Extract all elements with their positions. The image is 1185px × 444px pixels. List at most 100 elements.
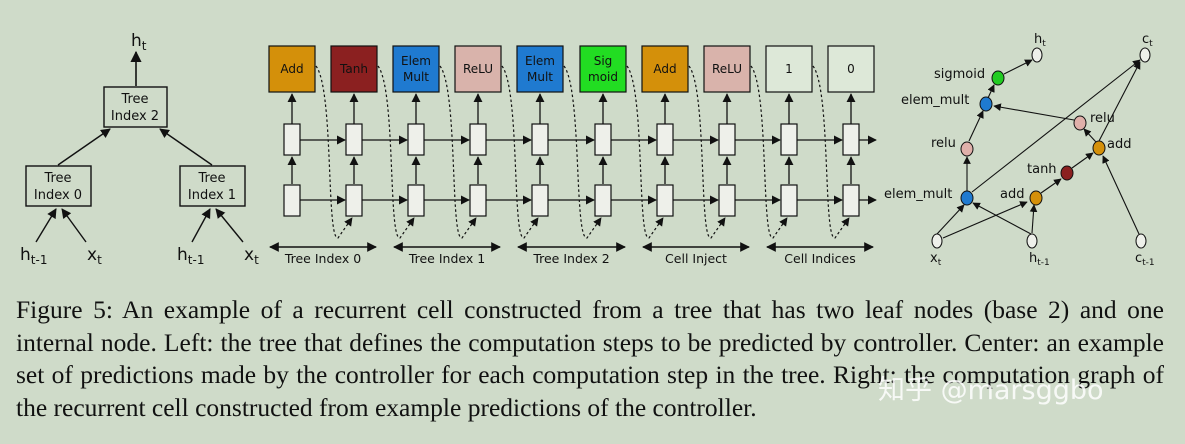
elem-mult-top-label: elem_mult (901, 93, 969, 108)
tree-right-leaf-node (179, 165, 246, 207)
prediction-label-line2: moid (588, 70, 618, 84)
prediction-label: 0 (847, 62, 855, 76)
tree-right-line1: Tree (197, 171, 225, 186)
ht-label: ht (1034, 32, 1046, 49)
watermark-text: 知乎 @marsggbo (878, 375, 1104, 406)
prediction-box (454, 45, 502, 93)
feedback-dashed-arrow (563, 65, 602, 239)
prediction-label-line1: Sig (594, 54, 613, 68)
feedback-dashed-arrow (377, 65, 415, 239)
lstm-cell-upper (780, 123, 798, 156)
prediction-label: ReLU (712, 62, 742, 76)
lstm-cell-lower (594, 184, 612, 217)
add-right-node (1092, 140, 1106, 156)
tanh-node (1060, 165, 1074, 181)
prediction-box (641, 45, 689, 93)
prediction-box (392, 45, 440, 93)
group-label: Cell Indices (784, 251, 855, 266)
computation-graph: ht ct sigmoid elem_mult relu relu add ta… (884, 32, 1155, 268)
relu-left-node (960, 141, 974, 157)
xt-label: xt (930, 251, 942, 268)
caption-text: Figure 5: An example of a recurrent cell… (16, 295, 1164, 422)
lstm-cell-upper (531, 123, 549, 156)
relu-right-node (1073, 115, 1087, 131)
lstm-cell-lower (718, 184, 736, 217)
prediction-label-line1: Elem (401, 54, 431, 68)
elem-mult-bottom-label: elem_mult (884, 187, 952, 202)
prediction-label-line2: Mult (527, 70, 553, 84)
lstm-cell-lower (780, 184, 798, 217)
prediction-box (703, 45, 751, 93)
feedback-dashed-arrow (626, 65, 664, 239)
output-ht-node (1031, 47, 1043, 63)
sigmoid-node (991, 70, 1005, 86)
elem-mult-top-node (979, 96, 993, 112)
prediction-box (268, 45, 316, 93)
feedback-dashed-arrow (501, 65, 539, 239)
prediction-box (765, 45, 813, 93)
elem-mult-bottom-node (960, 190, 974, 206)
figure-caption: Figure 5: An example of a recurrent cell… (16, 294, 1164, 424)
tree-left-line2: Index 0 (34, 188, 82, 203)
input-ht1-node (1026, 233, 1038, 249)
lstm-cell-upper (656, 123, 674, 156)
feedback-dashed-arrow (750, 65, 788, 239)
lstm-cell-upper (345, 123, 363, 156)
tree-left-line1: Tree (43, 171, 71, 186)
prediction-label: Add (280, 62, 303, 76)
prediction-label: Tanh (339, 62, 368, 76)
input-ct1-node (1135, 233, 1147, 249)
figure-5-diagrams: ht Tree Index 2 Tree Index 0 Tree Index … (20, 31, 1155, 268)
prediction-box (330, 45, 378, 93)
lstm-cell-upper (842, 123, 860, 156)
feedback-dashed-arrow (439, 65, 477, 239)
lstm-cell-upper (469, 123, 487, 156)
prediction-label: 1 (785, 62, 793, 76)
lstm-cell-upper (594, 123, 612, 156)
prediction-box (516, 45, 564, 93)
tree-input-x1: xt (87, 245, 102, 267)
add-mid-node (1029, 190, 1043, 206)
group-label: Tree Index 0 (284, 251, 361, 266)
group-label: Tree Index 1 (408, 251, 485, 266)
output-ct-node (1139, 47, 1151, 63)
lstm-cell-lower (345, 184, 363, 217)
tree-root-line2: Index 2 (111, 109, 159, 124)
prediction-label: Add (653, 62, 676, 76)
tree-left-leaf-node (25, 165, 92, 207)
ht1-label: ht-1 (1029, 251, 1050, 268)
tree-output-h-label: ht (131, 31, 147, 53)
tanh-label: tanh (1027, 162, 1057, 177)
tree-input-h1: ht-1 (20, 245, 47, 267)
lstm-cell-upper (718, 123, 736, 156)
feedback-dashed-arrow (688, 65, 726, 239)
add-mid-label: add (1000, 187, 1024, 202)
ct1-label: ct-1 (1135, 251, 1155, 268)
group-label: Cell Inject (665, 251, 727, 266)
feedback-dashed-arrow (812, 65, 850, 239)
prediction-box (579, 45, 627, 93)
prediction-label: ReLU (463, 62, 493, 76)
input-xt-node (931, 233, 943, 249)
group-label: Tree Index 2 (532, 251, 609, 266)
sigmoid-label: sigmoid (934, 67, 985, 82)
lstm-cell-lower (283, 184, 301, 217)
tree-root-node (103, 86, 168, 128)
lstm-cell-upper (283, 123, 301, 156)
lstm-cell-upper (407, 123, 425, 156)
feedback-dashed-arrow (315, 65, 353, 239)
relu-left-label: relu (931, 136, 956, 151)
left-tree: ht Tree Index 2 Tree Index 0 Tree Index … (20, 31, 259, 267)
add-right-label: add (1107, 137, 1131, 152)
lstm-cell-lower (531, 184, 549, 217)
tree-input-h2: ht-1 (177, 245, 204, 267)
prediction-label-line2: Mult (403, 70, 429, 84)
tree-root-line1: Tree (120, 92, 148, 107)
ct-label: ct (1142, 32, 1153, 49)
lstm-cell-lower (407, 184, 425, 217)
prediction-label-line1: Elem (525, 54, 555, 68)
lstm-cell-lower (656, 184, 674, 217)
relu-right-label: relu (1090, 111, 1115, 126)
lstm-cell-lower (842, 184, 860, 217)
prediction-box (827, 45, 875, 93)
